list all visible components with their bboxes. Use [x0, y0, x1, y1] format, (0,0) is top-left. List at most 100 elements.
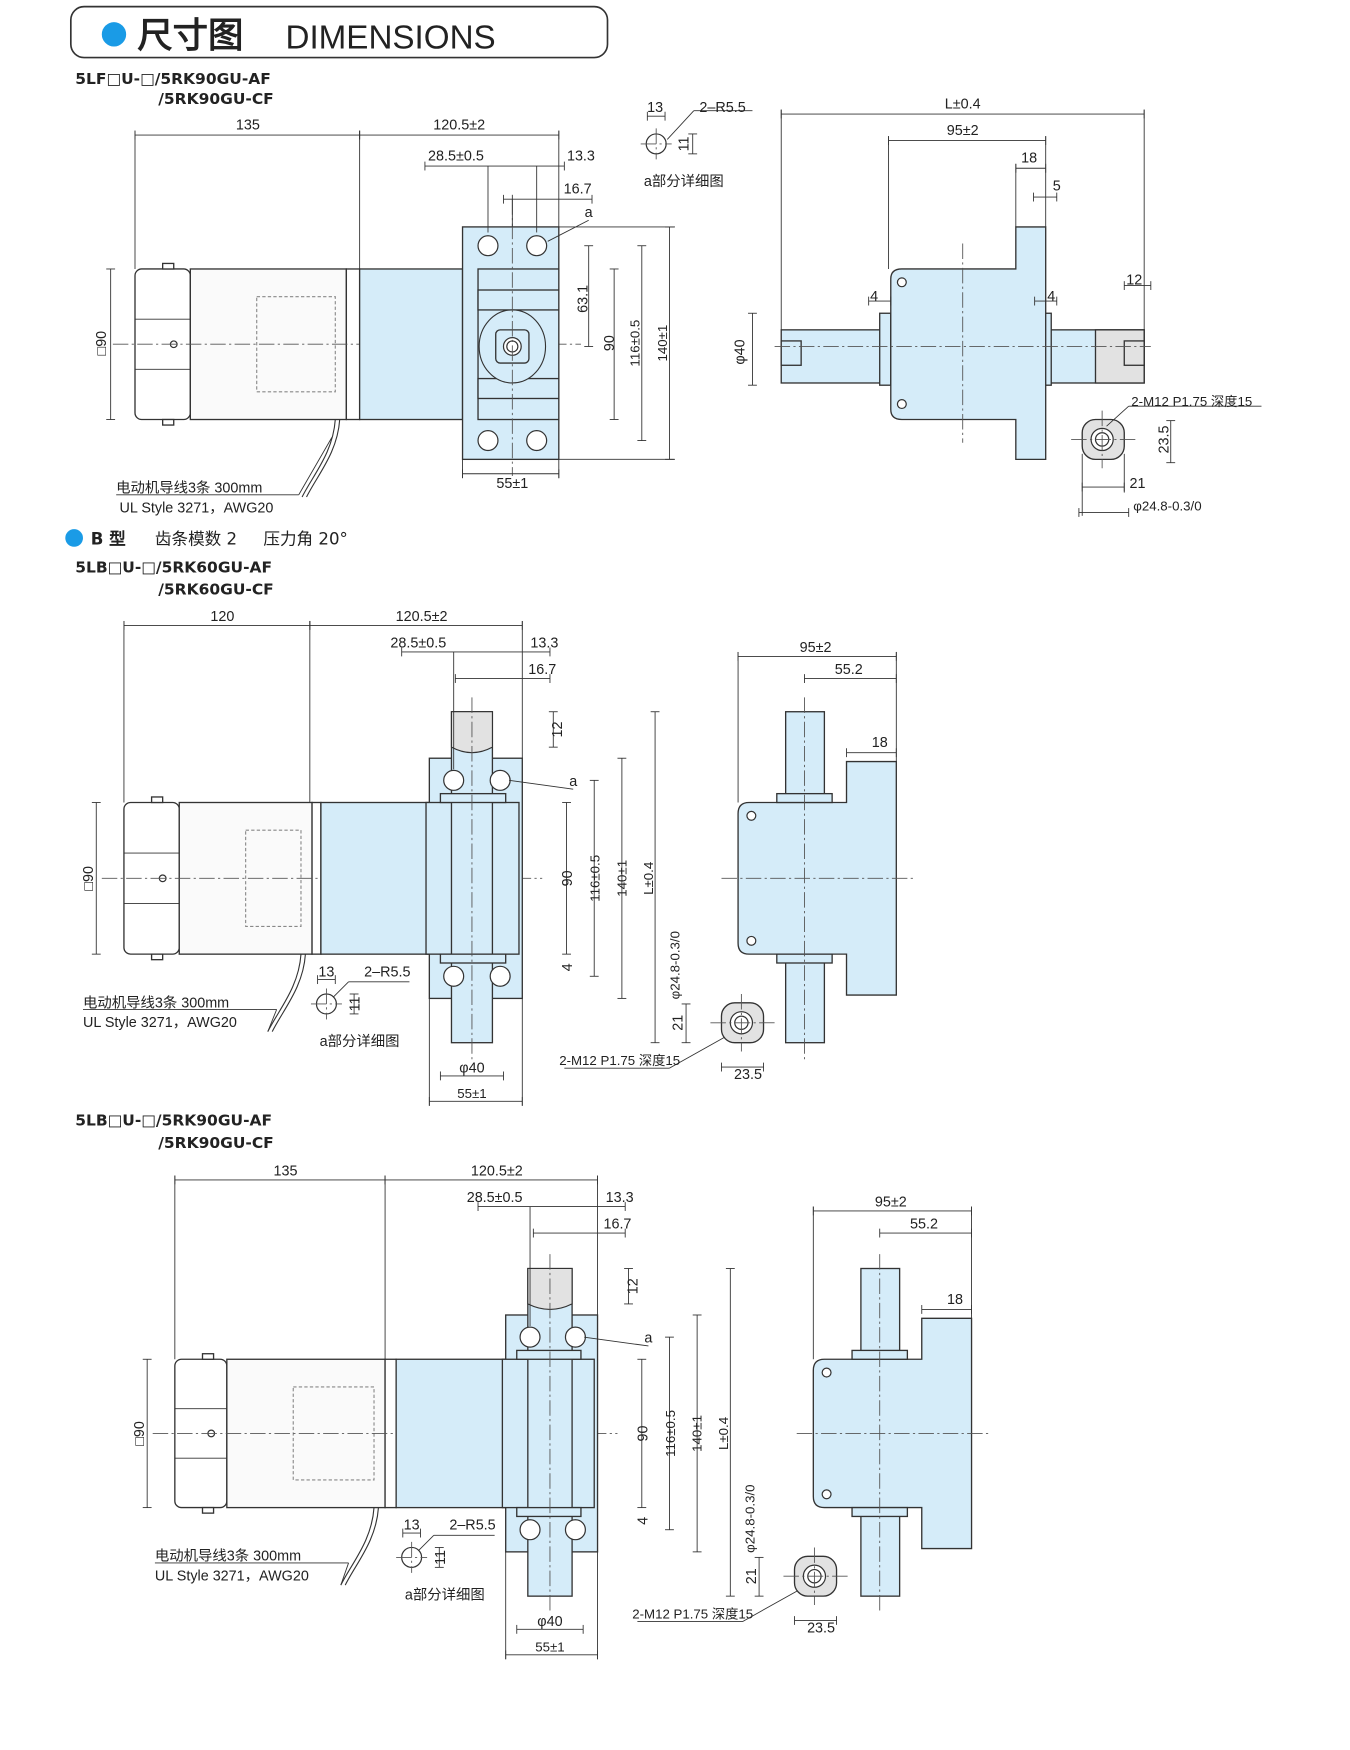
mounting-hole — [477, 235, 499, 257]
dimension-label: UL Style 3271，AWG20 — [155, 1569, 309, 1585]
dimension-label: 5 — [1053, 178, 1061, 194]
mounting-hole — [477, 429, 499, 452]
dimension-label: 28.5±0.5 — [467, 1190, 523, 1206]
mounting-hole — [746, 935, 757, 946]
dimension-label: 2-M12 P1.75 深度15 — [1131, 394, 1252, 409]
dimension-label: □90 — [81, 866, 97, 891]
dimension-label: 2-M12 P1.75 深度15 — [559, 1053, 680, 1068]
mounting-hole — [443, 769, 465, 791]
lug — [150, 953, 164, 961]
rack-end-slot — [780, 340, 802, 366]
nameplate-outline — [256, 296, 336, 393]
dimension-line — [1106, 405, 1129, 427]
dimension-label: a部分详细图 — [320, 1033, 400, 1050]
dimension-label: 120.5±2 — [396, 609, 448, 625]
dimension-label: 电动机导线3条 300mm — [116, 480, 262, 497]
header-title-cn: 尺寸图 — [137, 16, 243, 57]
mounting-hole — [443, 965, 465, 987]
lead-wire — [301, 419, 336, 498]
section-b-type: B 型 — [91, 529, 126, 549]
housing-side — [890, 226, 1047, 461]
dimension-label: φ24.8-0.3/0 — [667, 931, 682, 999]
dimension-label: 11 — [433, 1550, 449, 1565]
gearhead-body — [320, 801, 431, 955]
lead-wire — [344, 1507, 379, 1586]
mounting-hole — [564, 1519, 586, 1541]
dimension-line — [547, 219, 589, 242]
dimension-label: 16.7 — [603, 1217, 631, 1233]
dimension-label: /5RK90GU-CF — [158, 1134, 274, 1152]
mounting-hole — [489, 965, 511, 987]
mounting-hole — [526, 429, 548, 452]
dimension-label: 120.5±2 — [433, 118, 485, 134]
dimension-label: 135 — [236, 118, 260, 134]
dimension-label: 116±0.5 — [588, 855, 603, 902]
dimension-label: 13.3 — [567, 148, 595, 164]
dimension-label: L±0.4 — [716, 1417, 731, 1450]
nameplate-outline — [245, 829, 302, 928]
dimension-label: a — [644, 1331, 652, 1347]
gearhead-body — [358, 268, 464, 421]
dimension-label: UL Style 3271，AWG20 — [83, 1015, 237, 1031]
dimension-label: 2-M12 P1.75 深度15 — [632, 1606, 753, 1621]
bullet-icon — [65, 529, 83, 547]
dimension-label: 5LF□U-□/5RK90GU-AF — [75, 70, 271, 88]
dimension-label: 55.2 — [910, 1217, 938, 1233]
dimension-label: 2–R5.5 — [449, 1518, 495, 1534]
mounting-hole — [821, 1367, 832, 1378]
dimension-line — [742, 1590, 799, 1622]
dimension-label: L±0.4 — [945, 96, 981, 112]
dimension-label: 28.5±0.5 — [428, 148, 484, 164]
header-banner: 尺寸图 DIMENSIONS — [69, 5, 609, 59]
dimension-label: 116±0.5 — [663, 1410, 678, 1457]
dimension-line — [584, 1336, 649, 1347]
bushing — [516, 1349, 582, 1360]
dimension-label: a部分详细图 — [405, 1586, 485, 1603]
housing-side — [812, 1317, 973, 1550]
lead-wire — [306, 419, 341, 498]
bullet-icon — [101, 22, 127, 47]
dimension-label: 13.3 — [530, 636, 558, 652]
dimension-label: 120.5±2 — [471, 1164, 523, 1180]
dimension-label: 5LB□U-□/5RK60GU-AF — [75, 558, 272, 576]
dimension-label: 140±1 — [614, 860, 629, 897]
gearhead-body — [395, 1358, 507, 1509]
dimension-label: 11 — [676, 136, 692, 151]
dimension-label: 18 — [1021, 151, 1037, 167]
mounting-hole — [896, 277, 907, 288]
header-title-en: DIMENSIONS — [285, 20, 495, 57]
dimension-label: 2–R5.5 — [364, 964, 410, 980]
dimension-label: φ40 — [459, 1061, 484, 1077]
lug — [201, 1353, 215, 1360]
gearbox-rib — [477, 289, 560, 311]
dimension-label: 12 — [550, 721, 566, 737]
dimension-label: 4 — [560, 963, 576, 971]
dimension-label: UL Style 3271，AWG20 — [120, 500, 274, 516]
section-b-heading: B 型 齿条模数 2 压力角 20° — [65, 529, 348, 549]
mounting-hole — [564, 1326, 586, 1348]
dimension-label: 21 — [671, 1015, 687, 1031]
dimension-label: 95±2 — [947, 123, 979, 139]
dimension-label: 120 — [210, 609, 234, 625]
dimension-label: 2–R5.5 — [699, 100, 745, 116]
dimension-label: 55±1 — [535, 1639, 564, 1654]
mounting-hole — [519, 1326, 541, 1348]
dimension-label: a部分详细图 — [644, 173, 724, 190]
lug — [150, 796, 164, 804]
dimension-label: 90 — [602, 335, 618, 351]
dimension-label: 12 — [1126, 272, 1142, 288]
dimension-label: 16.7 — [528, 662, 556, 678]
dimension-label: 21 — [744, 1568, 760, 1584]
dimension-label: 13 — [647, 100, 663, 116]
bushing — [439, 792, 507, 804]
dimension-label: 28.5±0.5 — [390, 636, 446, 652]
dimension-label: 21 — [1130, 476, 1146, 492]
dimension-label: 4 — [870, 289, 878, 305]
section-b-module: 齿条模数 2 — [155, 530, 237, 549]
dimension-line — [267, 1009, 278, 1032]
dimension-label: a — [569, 774, 577, 790]
lug — [201, 1506, 215, 1514]
dimension-label: 140±1 — [655, 325, 670, 362]
dimension-label: 16.7 — [564, 182, 592, 198]
